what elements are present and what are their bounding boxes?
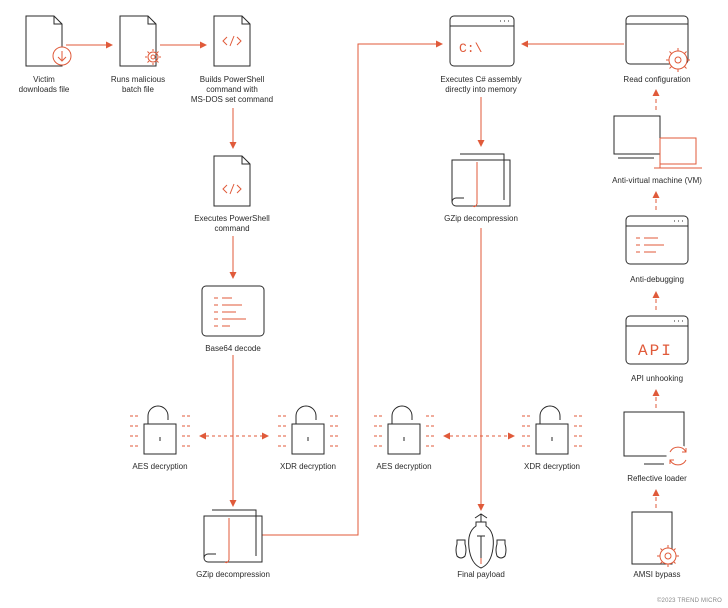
step-executes-cs-label: Executes C# assembly directly into memor… (440, 75, 521, 95)
step-anti-debug-label: Anti-debugging (630, 275, 684, 284)
step-reflective-label: Reflective loader (627, 474, 687, 483)
step-xdr-mid-label: XDR decryption (523, 462, 581, 471)
label-line: batch file (121, 85, 155, 94)
label-line: Builds PowerShell (199, 75, 265, 84)
label-line: Victim (33, 75, 55, 84)
padlock-open-icon (374, 405, 434, 455)
step-final-payload-label: Final payload (457, 570, 505, 579)
padlock-open-icon (130, 405, 190, 455)
text-window-icon (625, 215, 689, 265)
step-victim-downloads-label: Victim downloads file (19, 75, 70, 95)
bombs-icon (455, 513, 507, 569)
padlock-open-icon (278, 405, 338, 455)
step-runs-batch-label: Runs malicious batch file (111, 75, 165, 95)
step-aes-left-label: AES decryption (132, 462, 188, 471)
step-read-config-label: Read configuration (623, 75, 691, 84)
label-line: MS-DOS set command (190, 95, 274, 104)
step-aes-mid-label: AES decryption (376, 462, 432, 471)
api-window-icon: API (625, 315, 689, 365)
monitor-refresh-icon (623, 411, 690, 468)
label-line: command (214, 224, 250, 233)
api-window-text: API (638, 342, 673, 360)
terminal-prompt-text: C:\ (459, 41, 483, 56)
folder-icon (203, 509, 263, 564)
code-document-icon (213, 15, 251, 67)
label-line: directly into memory (445, 85, 517, 94)
label-line: Executes C# assembly (440, 75, 522, 84)
step-amsi-label: AMSI bypass (633, 570, 681, 579)
text-window-icon (201, 285, 265, 337)
label-line: Executes PowerShell (194, 214, 270, 223)
step-api-unhook-label: API unhooking (630, 374, 684, 383)
copyright-footer: ©2023 TREND MICRO (656, 598, 722, 604)
gear-document-icon (631, 511, 679, 567)
connectors (66, 40, 660, 536)
folder-icon (451, 153, 511, 208)
arrow-gzip-to-executes-cs (262, 40, 443, 536)
label-line: downloads file (18, 85, 70, 94)
gear-document-icon (119, 15, 161, 67)
step-xdr-left-label: XDR decryption (279, 462, 337, 471)
terminal-window-icon: C:\ (449, 15, 515, 67)
step-executes-ps-label: Executes PowerShell command (194, 214, 270, 234)
step-anti-vm-label: Anti-virtual machine (VM) (612, 176, 702, 185)
monitor-laptop-icon (613, 115, 702, 169)
step-gzip-left-label: GZip decompression (196, 570, 270, 579)
padlock-open-icon (522, 405, 582, 455)
step-gzip-mid-label: GZip decompression (444, 214, 518, 223)
step-builds-ps-label: Builds PowerShell command with MS-DOS se… (191, 75, 273, 105)
download-document-icon (25, 15, 72, 67)
label-line: Runs malicious (110, 75, 166, 84)
code-document-icon (213, 155, 251, 207)
gear-window-icon (625, 15, 690, 72)
step-base64-label: Base64 decode (205, 344, 261, 353)
label-line: command with (206, 85, 258, 94)
